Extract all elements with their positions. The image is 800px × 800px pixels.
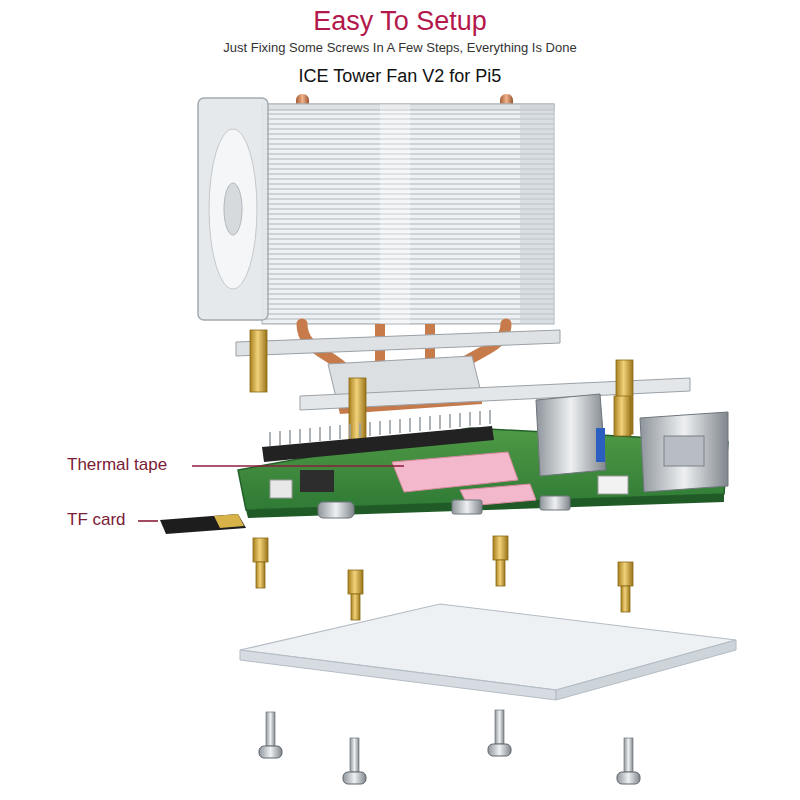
hdmi-port [540, 496, 570, 510]
heatsink-shade [520, 104, 554, 324]
heatsink-highlight [380, 104, 410, 324]
leader-line [138, 520, 158, 522]
cooling-fan [198, 98, 268, 320]
gpio-pins [270, 410, 490, 446]
usb3-port [596, 428, 605, 462]
page-title: Easy To Setup [313, 6, 487, 37]
tf-card [160, 514, 246, 534]
hdmi-port [452, 500, 482, 514]
fan-hub [224, 183, 242, 235]
chip [300, 470, 334, 492]
screw [259, 710, 640, 784]
leader-line [192, 465, 404, 467]
fan-blades [209, 129, 257, 289]
acrylic-plate [240, 604, 736, 690]
connector [270, 480, 292, 498]
callout-label: Thermal tape [67, 455, 167, 475]
subtitle: Just Fixing Some Screws In A Few Steps, … [223, 40, 576, 55]
mounting-bracket [236, 330, 560, 356]
acrylic-edge [240, 650, 556, 700]
usb-port [536, 394, 606, 476]
acrylic-edge [556, 640, 736, 700]
ethernet-port [640, 412, 728, 492]
ethernet-socket [664, 436, 704, 466]
usb-c-port [318, 502, 354, 518]
brass-standoff [614, 396, 631, 436]
callout-label: TF card [67, 510, 126, 530]
tf-card-contacts [214, 514, 244, 528]
fan-connector [598, 476, 628, 494]
product-name: ICE Tower Fan V2 for Pi5 [299, 66, 502, 87]
heatsink-fins [262, 104, 554, 324]
thermal-pad [392, 452, 518, 492]
